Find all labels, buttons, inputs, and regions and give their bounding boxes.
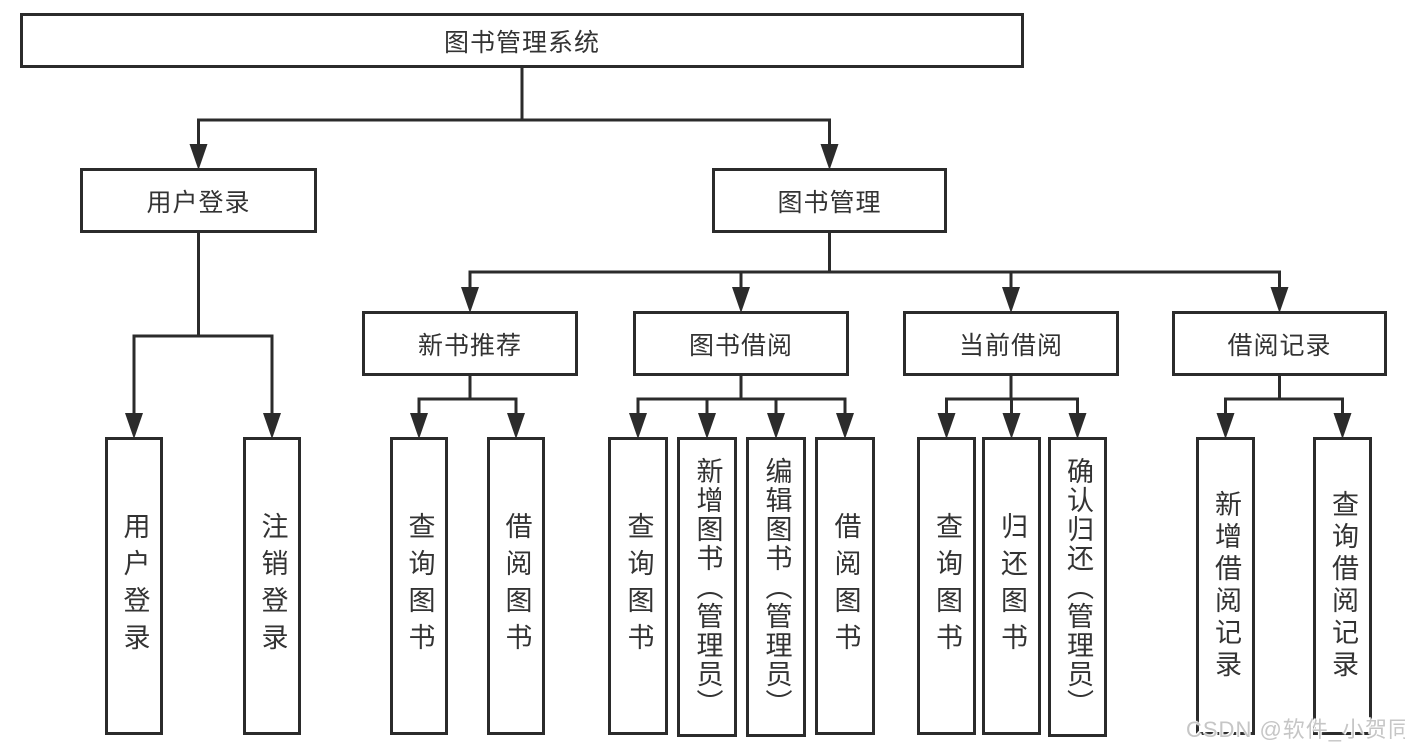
connector-arrow (1270, 287, 1289, 313)
node-label: 用户登录 (119, 512, 150, 660)
node-label: 查询借阅记录 (1328, 490, 1358, 682)
node-label: 图书管理 (777, 188, 882, 217)
node-book-mgmt: 图书管理 (712, 168, 947, 233)
connector-arrow (1002, 413, 1021, 439)
node-current-borrow: 当前借阅 (903, 311, 1119, 376)
connector-arrow (732, 287, 750, 313)
node-cb-return: 归还图书 (982, 437, 1041, 735)
node-label: 用户登录 (146, 188, 251, 217)
node-label: 借阅图书 (501, 512, 532, 660)
connector-arrow (1068, 413, 1087, 439)
connector-arrow (1002, 287, 1020, 313)
node-cb-confirm: 确认归还（管理员） (1048, 437, 1107, 737)
connector-arrow (263, 413, 281, 439)
node-label: 借阅记录 (1227, 331, 1332, 360)
node-label: 查询图书 (623, 512, 654, 660)
node-br-add: 新增借阅记录 (1196, 437, 1255, 735)
node-new-books: 新书推荐 (362, 311, 578, 376)
node-user-login: 用户登录 (80, 168, 317, 233)
connector-arrow (189, 144, 208, 170)
node-label: 查询图书 (404, 512, 435, 660)
node-label: 新书推荐 (417, 331, 522, 360)
node-bb-add: 新增图书（管理员） (677, 437, 737, 737)
connector-arrow (461, 287, 479, 313)
node-label: 编辑图书（管理员） (761, 456, 792, 718)
node-bb-edit: 编辑图书（管理员） (746, 437, 806, 737)
node-borrow-records: 借阅记录 (1172, 311, 1387, 376)
node-label: 归还图书 (997, 512, 1027, 660)
node-label: 确认归还（管理员） (1063, 456, 1093, 718)
connector-arrow (767, 413, 785, 439)
connector-arrow (410, 413, 428, 439)
connector-arrow (698, 413, 716, 439)
node-nb-borrow: 借阅图书 (487, 437, 545, 735)
node-label: 新增借阅记录 (1211, 490, 1241, 682)
node-label: 注销登录 (257, 512, 288, 660)
node-logout: 注销登录 (243, 437, 301, 735)
node-br-query: 查询借阅记录 (1313, 437, 1372, 735)
node-label: 查询图书 (932, 512, 962, 660)
connector-arrow (820, 144, 839, 170)
node-bb-query: 查询图书 (608, 437, 668, 735)
watermark: CSDN @软件_小贺同学 (1186, 717, 1405, 742)
node-label: 图书借阅 (688, 331, 793, 360)
node-label: 当前借阅 (958, 331, 1063, 360)
connector-arrow (507, 413, 525, 439)
node-nb-query: 查询图书 (390, 437, 448, 735)
node-cb-query: 查询图书 (917, 437, 976, 735)
connector-arrow (1216, 413, 1235, 439)
node-root: 图书管理系统 (20, 13, 1024, 68)
connector-arrow (125, 413, 143, 439)
node-bb-borrow: 借阅图书 (815, 437, 875, 735)
node-label: 图书管理系统 (443, 28, 600, 57)
node-label: 借阅图书 (830, 512, 861, 660)
node-book-borrow: 图书借阅 (633, 311, 849, 376)
connector-arrow (836, 413, 854, 439)
node-login: 用户登录 (105, 437, 163, 735)
connector-arrow (1333, 413, 1352, 439)
connector-arrow (629, 413, 647, 439)
node-label: 新增图书（管理员） (692, 456, 723, 718)
connector-arrow (937, 413, 956, 439)
